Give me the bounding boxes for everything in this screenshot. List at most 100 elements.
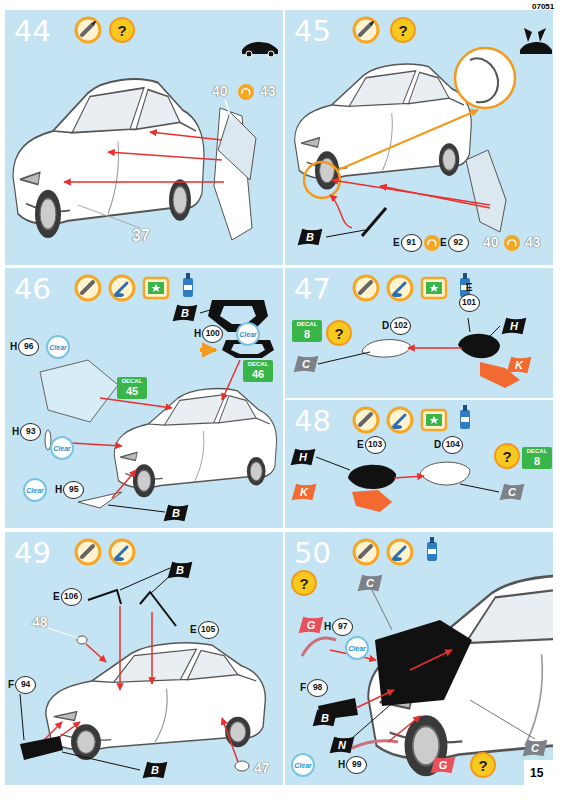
part-callout: E106: [53, 588, 87, 606]
part-callout: H99: [338, 756, 370, 774]
clear-badge: Clear: [50, 436, 74, 460]
part-number: 102: [390, 317, 411, 335]
paint-code: B: [172, 304, 198, 322]
part-ref: 43: [525, 234, 541, 250]
part-sprue-letter: H: [338, 759, 345, 771]
paint-code: N: [329, 736, 355, 754]
paint-code: B: [163, 504, 189, 522]
decal-word: DECAL: [117, 378, 147, 385]
car-drawing: [13, 42, 278, 240]
color-flag: C: [499, 483, 525, 501]
part-callout: D104: [434, 436, 468, 454]
part-number: 97: [332, 618, 353, 636]
clear-label: Clear: [348, 645, 366, 652]
paint-code: K: [506, 356, 532, 374]
car-drawing: [302, 576, 566, 777]
decal-number: 46: [243, 368, 273, 380]
part-ref: 40: [212, 83, 228, 99]
decal-number: 8: [522, 455, 552, 467]
color-flag: B: [163, 504, 189, 522]
part-number: 92: [448, 234, 469, 252]
part-sprue-letter: E: [53, 591, 60, 603]
decal-word: DECAL: [243, 361, 273, 368]
part-number: 106: [61, 588, 82, 606]
part-callout: D102: [382, 317, 416, 335]
part-sprue-letter: H: [194, 328, 201, 340]
color-flag: C: [357, 574, 383, 592]
flag-fill: [298, 229, 323, 246]
flag-fill: [299, 617, 324, 634]
part-callout: H96: [10, 338, 42, 356]
part-ref: 43: [260, 83, 276, 99]
step-number: 48: [294, 404, 331, 438]
help-mark: ?: [502, 448, 511, 465]
clear-label: Clear: [294, 762, 312, 769]
step-panel: 47DECAL8?CD102E101HK: [285, 268, 553, 398]
clear-badge: Clear: [236, 322, 260, 346]
part-sprue-letter: F: [8, 679, 14, 691]
part-sprue-letter: D: [382, 320, 389, 332]
help-icon: ?: [326, 320, 352, 346]
color-flag: K: [506, 356, 532, 374]
help-mark: ?: [478, 757, 487, 774]
clear-label: Clear: [239, 331, 257, 338]
step-panel: 45?BE91E92: [285, 10, 553, 265]
help-mark: ?: [334, 325, 343, 342]
mirror-drawing: [316, 457, 499, 512]
step-panel: 50?CGH97ClearF98BNClearH99G?C: [285, 532, 553, 785]
decal-word: DECAL: [522, 448, 552, 455]
flag-fill: [313, 710, 338, 727]
decal-tag: DECAL8: [522, 447, 552, 469]
paint-icon: [110, 276, 412, 564]
step-ref: 47: [254, 760, 270, 776]
glue-bottle-icon: [183, 273, 470, 561]
part-callout: H97: [324, 618, 356, 636]
part-ref: 40: [483, 234, 499, 250]
part-sprue-letter: E: [357, 439, 364, 451]
paint-code: G: [298, 616, 324, 634]
color-flag: B: [172, 304, 198, 322]
help-icon: ?: [291, 570, 317, 596]
step-number: 50: [294, 536, 331, 570]
step-panel: 46BH100ClearH96ClearDECAL45DECAL46H93Cle…: [5, 268, 283, 528]
color-flag: C: [522, 739, 548, 757]
step-number: 44: [14, 14, 51, 48]
color-flag: H: [501, 317, 527, 335]
paint-code: C: [293, 355, 319, 373]
part-number: 96: [18, 338, 39, 356]
clear-badge: Clear: [345, 636, 369, 660]
step-number: 45: [294, 14, 331, 48]
help-mark: ?: [398, 22, 407, 39]
decal-tag: DECAL45: [117, 377, 147, 399]
paint-code: C: [522, 739, 548, 757]
color-flag: H: [290, 448, 316, 466]
part-callout: H100: [194, 325, 228, 343]
part-number: 99: [346, 756, 367, 774]
glue-icon: [76, 18, 378, 564]
help-mark: ?: [117, 22, 126, 39]
mirror-drawing: [318, 318, 520, 388]
part-sprue-letter: H: [324, 621, 331, 633]
car-drawing: [40, 300, 277, 512]
decal-icon: [144, 278, 446, 430]
part-callout: H95: [55, 481, 87, 499]
decal-word: DECAL: [292, 321, 322, 328]
flag-fill: [168, 562, 193, 579]
part-sprue-letter: H: [55, 484, 62, 496]
flag-fill: [143, 762, 168, 779]
help-icon: ?: [494, 443, 520, 469]
clear-badge: Clear: [291, 753, 315, 777]
flag-fill: [507, 357, 532, 374]
paint-code: H: [290, 448, 316, 466]
paint-code: C: [357, 574, 383, 592]
part-sprue-letter: D: [434, 439, 441, 451]
part-number: 95: [63, 481, 84, 499]
catalog-number: 07051: [532, 2, 554, 11]
flag-fill: [164, 505, 189, 522]
part-sprue-letter: H: [12, 426, 19, 438]
part-sprue-letter: E: [466, 282, 473, 294]
part-sprue-letter: E: [393, 237, 400, 249]
part-sprue-letter: H: [10, 341, 17, 353]
paint-code: B: [167, 561, 193, 579]
step-panel: 49BE106E105F94B: [5, 532, 283, 785]
